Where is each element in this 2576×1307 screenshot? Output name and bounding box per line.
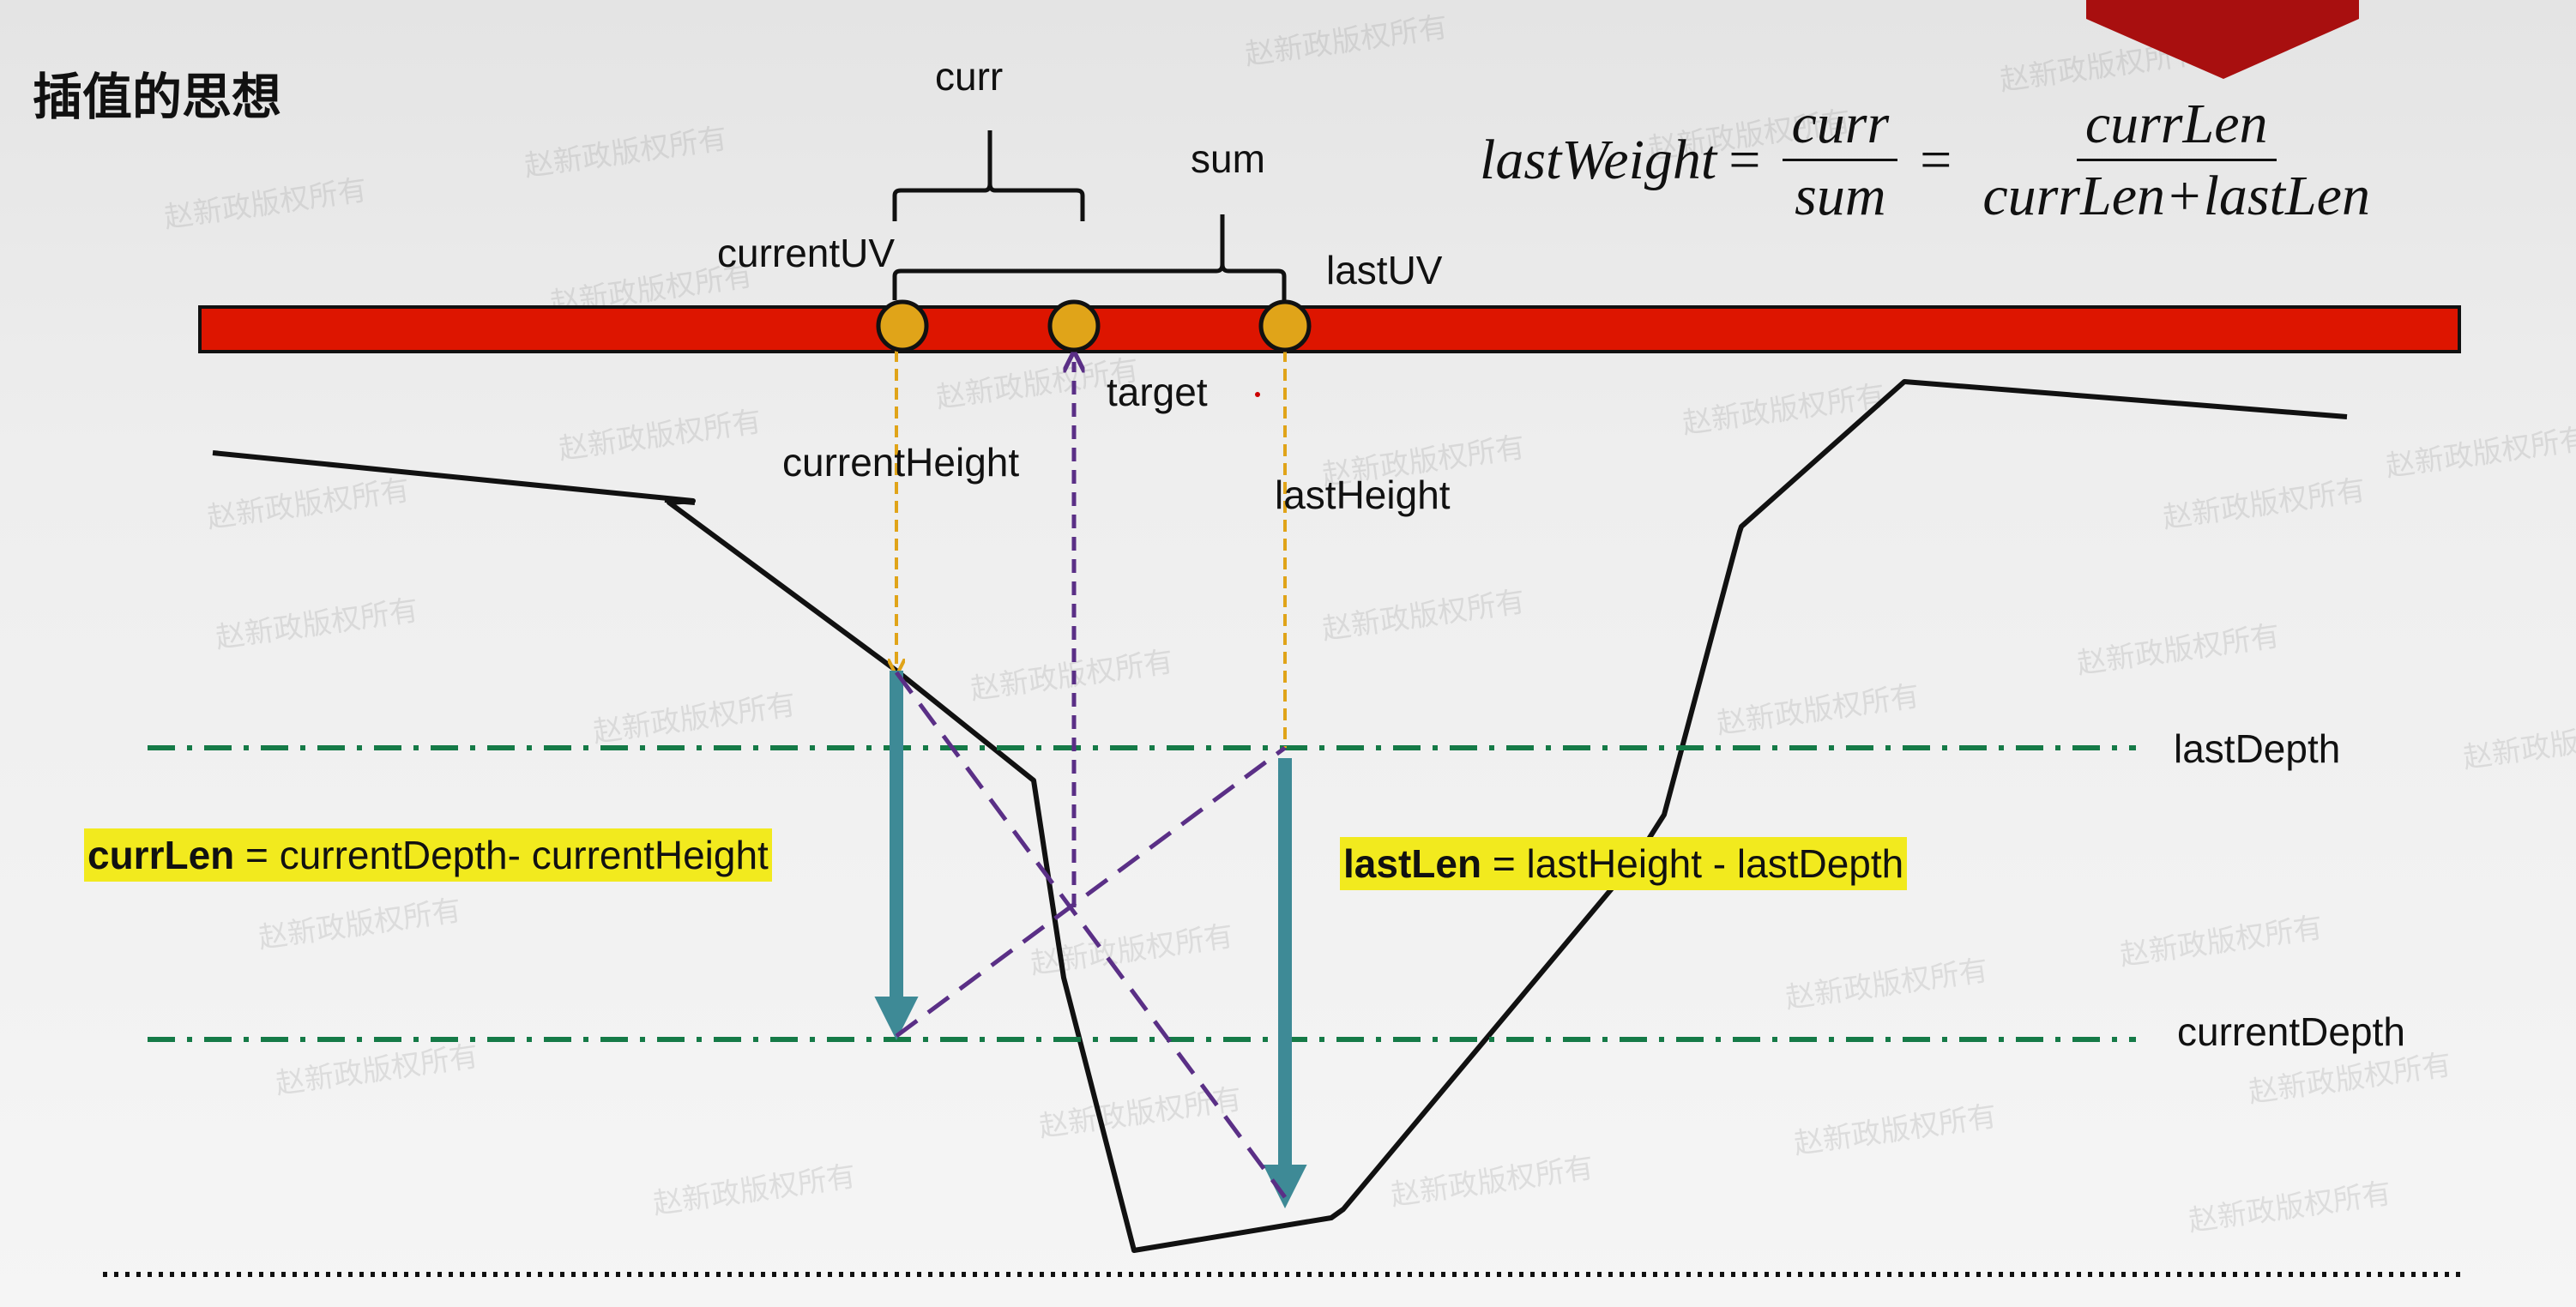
formula-fraction-2-numerator: currLen <box>2076 94 2277 162</box>
curr-len-name: currLen <box>87 833 235 877</box>
curr-label: curr <box>935 54 1004 99</box>
curr-len-equation: currLen = currentDepth- currentHeight <box>84 828 772 882</box>
target-uv-point <box>1047 299 1101 352</box>
last-weight-formula: lastWeight = curr sum = currLen currLen+… <box>1480 94 2389 226</box>
last-len-expression: = lastHeight - lastDepth <box>1481 841 1904 886</box>
height-field-line <box>212 379 2348 1253</box>
slide-title: 插值的思想 <box>33 69 282 125</box>
target-dot <box>1255 392 1260 397</box>
corner-arrow-shape <box>2086 0 2359 79</box>
sum-brace <box>892 214 1287 300</box>
formula-lhs: lastWeight <box>1480 128 1717 191</box>
target-label: target <box>1107 370 1208 414</box>
sum-label: sum <box>1191 136 1265 181</box>
formula-fraction-1: curr sum <box>1783 94 1898 228</box>
formula-fraction-1-denominator: sum <box>1795 165 1886 228</box>
formula-fraction-2-denominator: currLen+lastLen <box>1982 165 2370 228</box>
last-len-name: lastLen <box>1343 841 1482 886</box>
height-field-segment <box>664 497 696 505</box>
current-depth-label: currentDepth <box>2177 1009 2405 1054</box>
diagonal-current-to-last <box>894 671 1288 1199</box>
formula-fraction-1-numerator: curr <box>1783 94 1898 162</box>
last-uv-label: lastUV <box>1326 248 1443 292</box>
uv-bar <box>198 305 2461 353</box>
last-uv-point <box>1258 299 1312 352</box>
last-depth-label: lastDepth <box>2174 726 2341 771</box>
formula-equals: = <box>1728 128 1761 191</box>
curr-brace <box>892 130 1085 221</box>
last-height-label: lastHeight <box>1275 473 1451 517</box>
formula-fraction-2: currLen currLen+lastLen <box>1974 94 2379 226</box>
curr-len-expression: = currentDepth- currentHeight <box>234 833 769 877</box>
current-uv-point <box>876 299 929 352</box>
diagonal-depths <box>895 745 1287 1039</box>
current-height-label: currentHeight <box>782 440 1020 485</box>
last-len-equation: lastLen = lastHeight - lastDepth <box>1340 837 1908 890</box>
current-uv-label: currentUV <box>717 231 896 275</box>
formula-equals: = <box>1920 128 1952 191</box>
